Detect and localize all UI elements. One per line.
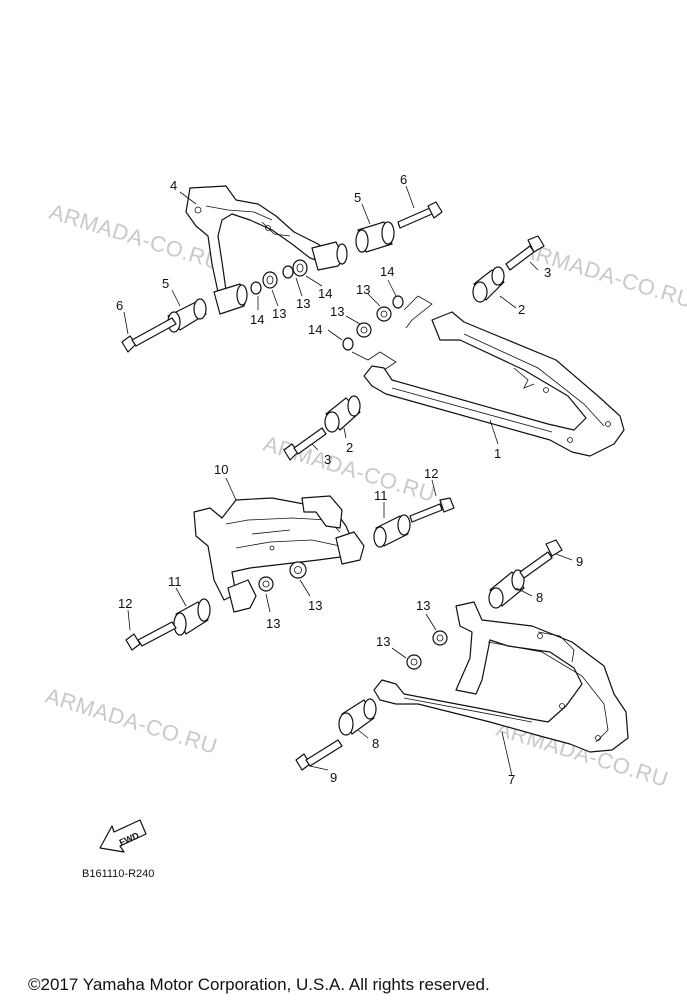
callout-part-3: 3 [544, 265, 551, 280]
bracket-bushing-right [311, 241, 348, 271]
callout-part-2: 2 [518, 302, 525, 317]
bracket-bushing-left [213, 283, 248, 315]
callout-part-6: 6 [400, 172, 407, 187]
callout-part-5: 5 [354, 190, 361, 205]
callout-part-14: 14 [380, 264, 394, 279]
callout-part-1: 1 [494, 446, 501, 461]
callout-part-14: 14 [308, 322, 322, 337]
bolt-part-3-right [505, 235, 545, 271]
alignment-line-lower [351, 351, 397, 371]
lower-a-arm-part-7 [373, 601, 629, 753]
bolt-part-9-right [519, 539, 563, 579]
bushing-part-5-left [167, 298, 207, 333]
callout-part-13: 13 [296, 296, 310, 311]
bolt-part-12-right [409, 497, 455, 523]
nuts-part-13-lower [406, 630, 448, 670]
bolt-part-6-left [121, 317, 177, 353]
callout-part-14: 14 [318, 286, 332, 301]
callout-part-8: 8 [536, 590, 543, 605]
nut-washer-group-upper [250, 259, 404, 351]
callout-part-14: 14 [250, 312, 264, 327]
bolt-part-12-left [125, 621, 177, 651]
bushing-part-2-left [324, 395, 361, 433]
callout-part-13: 13 [416, 598, 430, 613]
diagram-code: B161110-R240 [82, 868, 154, 880]
callout-part-13: 13 [308, 598, 322, 613]
bushing-part-2-right [472, 266, 505, 303]
bushing-part-8-left [338, 698, 377, 736]
callout-part-6: 6 [116, 298, 123, 313]
callout-part-7: 7 [508, 772, 515, 787]
nuts-part-13-middle [258, 561, 307, 592]
bushing-part-5-right [355, 221, 395, 253]
callout-part-13: 13 [376, 634, 390, 649]
callout-part-10: 10 [214, 462, 228, 477]
callout-part-2: 2 [346, 440, 353, 455]
callout-part-8: 8 [372, 736, 379, 751]
lower-mount-part-10 [193, 495, 365, 613]
watermark: ARMADA-CO.RU [43, 683, 221, 759]
bushing-part-8-right [488, 569, 525, 609]
callout-part-11: 11 [168, 574, 182, 589]
callout-part-9: 9 [576, 554, 583, 569]
callout-part-12: 12 [424, 466, 438, 481]
bolt-part-3-left [283, 427, 327, 461]
bushing-part-11-right [373, 514, 411, 548]
callout-part-3: 3 [324, 452, 331, 467]
fwd-arrow-icon: FWD [99, 819, 147, 853]
callout-part-13: 13 [266, 616, 280, 631]
callout-part-11: 11 [374, 488, 388, 503]
callout-part-13: 13 [272, 306, 286, 321]
callout-part-13: 13 [330, 304, 344, 319]
callout-part-12: 12 [118, 596, 132, 611]
upper-a-arm-part-1 [363, 311, 625, 457]
alignment-line-upper [403, 295, 433, 329]
leader-lines [123, 185, 573, 777]
callout-numbers: 4 5 6 5 6 3 2 1 2 3 14 13 13 14 14 13 13… [116, 172, 583, 787]
copyright-notice: ©2017 Yamaha Motor Corporation, U.S.A. A… [28, 975, 490, 994]
bolt-part-6-right [397, 201, 443, 229]
callout-part-5: 5 [162, 276, 169, 291]
callout-part-4: 4 [170, 178, 177, 193]
callout-part-13: 13 [356, 282, 370, 297]
upper-bracket-part-4 [185, 185, 329, 293]
bushing-part-11-left [173, 598, 211, 636]
callout-part-9: 9 [330, 770, 337, 785]
bolt-part-9-left [295, 739, 343, 771]
